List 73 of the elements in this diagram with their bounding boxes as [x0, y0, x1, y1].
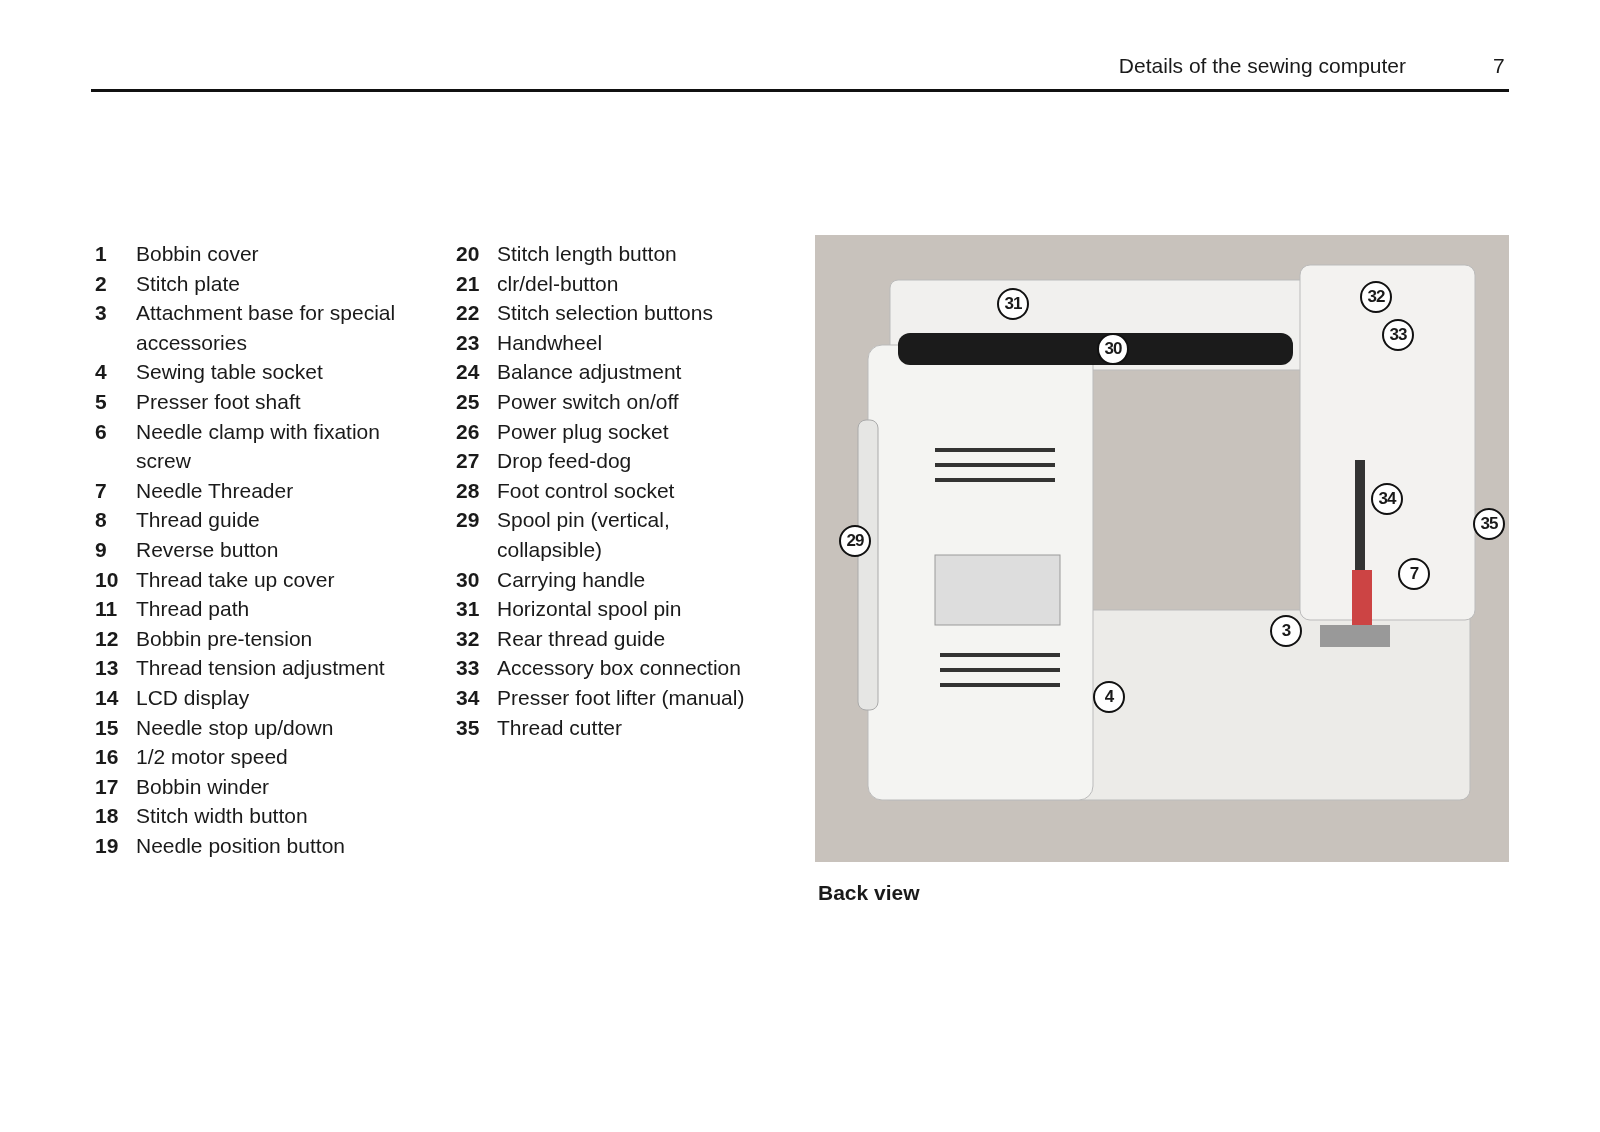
part-name: Balance adjustment [497, 359, 683, 386]
part-name: Attachment base for special accessories [136, 300, 397, 356]
part-name: Bobbin cover [136, 241, 260, 267]
part-name: Needle clamp with fixation screw [136, 418, 381, 475]
part-name: clr/del-button [497, 270, 620, 297]
part-number: 21 [456, 270, 481, 297]
part-name: Thread cutter [497, 714, 623, 741]
part-number: 7 [95, 477, 108, 504]
part-name: Rear thread guide [497, 625, 667, 652]
part-name: Needle stop up/down [136, 714, 335, 741]
figure-caption: Back view [818, 881, 920, 905]
part-number: 31 [456, 596, 481, 623]
part-name: Needle position button [136, 832, 346, 859]
part-number: 17 [95, 773, 120, 800]
part-number: 30 [456, 566, 481, 593]
part-number: 35 [456, 714, 481, 741]
part-name: Stitch selection buttons [497, 300, 714, 327]
part-number: 27 [456, 448, 481, 475]
part-number: 25 [456, 388, 481, 415]
part-number: 26 [456, 418, 481, 445]
part-number: 28 [456, 477, 481, 504]
part-name: Foot control socket [497, 477, 676, 504]
part-name: Spool pin (vertical, collapsible) [497, 507, 671, 563]
part-number: 32 [456, 625, 481, 652]
part-number: 11 [95, 596, 119, 623]
part-name: Power switch on/off [497, 388, 680, 415]
part-name: 1/2 motor speed [136, 744, 289, 771]
page-header: Details of the sewing computer [1118, 54, 1406, 78]
part-name: Power plug socket [497, 418, 670, 445]
part-number: 10 [95, 566, 120, 593]
part-name: Thread path [136, 596, 251, 623]
part-name: Presser foot lifter (manual) [497, 684, 746, 711]
part-number: 20 [456, 241, 481, 267]
part-number: 12 [95, 625, 120, 652]
part-name: Thread tension adjustment [136, 655, 386, 682]
part-number: 3 [95, 300, 108, 327]
part-number: 2 [95, 270, 108, 297]
part-name: Stitch plate [136, 270, 241, 297]
part-number: 6 [95, 418, 108, 445]
part-name: Thread guide [136, 507, 261, 534]
part-name: Stitch length button [497, 241, 678, 267]
part-name: Stitch width button [136, 803, 309, 830]
part-number: 14 [95, 684, 120, 711]
part-number: 34 [456, 684, 481, 711]
part-number: 15 [95, 714, 120, 741]
part-name: Horizontal spool pin [497, 596, 683, 623]
part-name: LCD display [136, 684, 251, 711]
part-number: 5 [95, 388, 108, 415]
part-name: Accessory box connection [497, 655, 742, 682]
part-name: Presser foot shaft [136, 388, 302, 415]
part-name: Drop feed-dog [497, 448, 633, 475]
part-name: Thread take up cover [136, 566, 336, 593]
part-name: Needle Threader [136, 477, 295, 504]
part-name: Reverse button [136, 536, 280, 563]
page-number: 7 [1493, 54, 1505, 78]
part-name: Bobbin winder [136, 773, 271, 800]
part-number: 1 [95, 241, 108, 267]
part-number: 16 [95, 744, 120, 771]
part-number: 33 [456, 655, 481, 682]
part-name: Bobbin pre-tension [136, 625, 314, 652]
part-number: 8 [95, 507, 108, 534]
part-number: 29 [456, 507, 481, 534]
part-number: 22 [456, 300, 481, 327]
part-number: 9 [95, 536, 108, 563]
part-name: Sewing table socket [136, 359, 324, 386]
part-number: 13 [95, 655, 120, 682]
part-number: 24 [456, 359, 481, 386]
part-number: 19 [95, 832, 120, 859]
part-number: 4 [95, 359, 108, 386]
part-name: Carrying handle [497, 566, 647, 593]
part-number: 23 [456, 329, 481, 356]
part-name: Handwheel [497, 329, 604, 356]
part-number: 18 [95, 803, 120, 830]
